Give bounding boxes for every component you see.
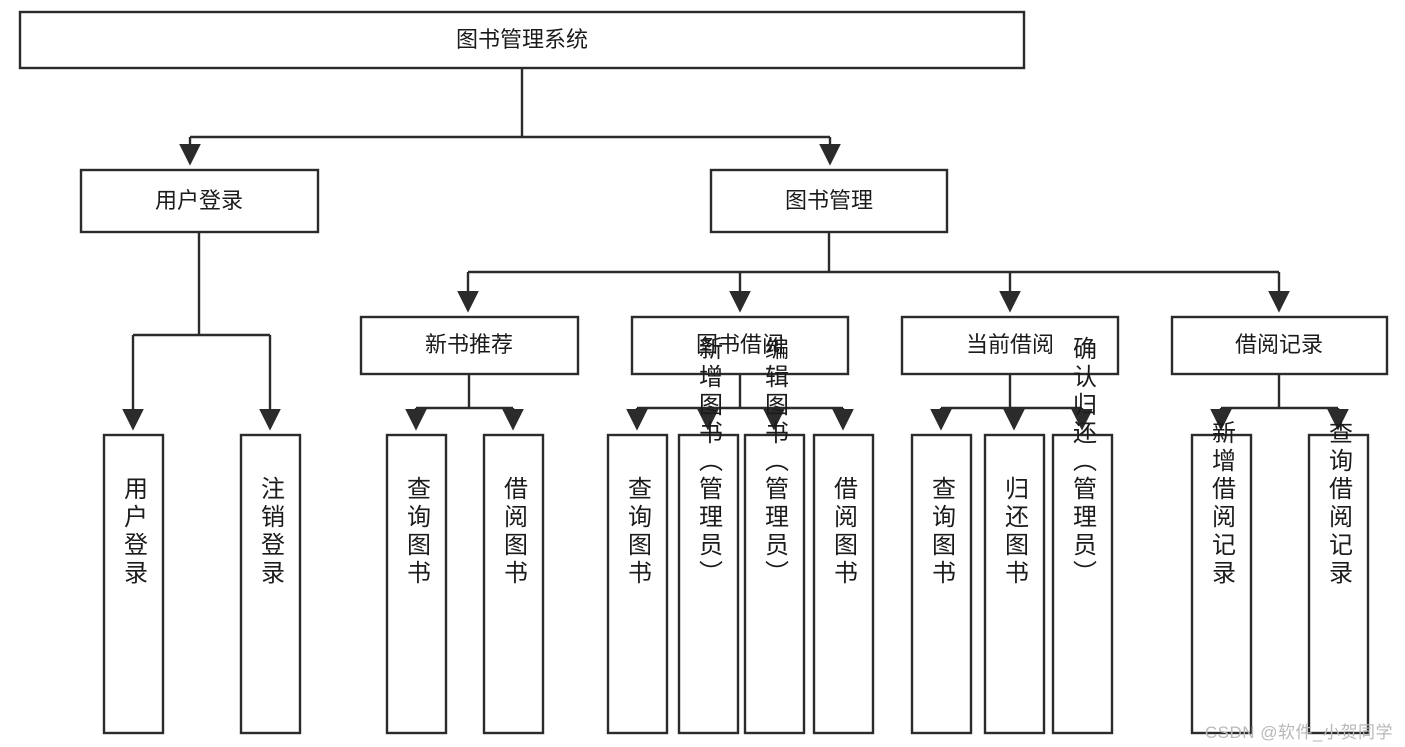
leaf-borrow-book-recommend-label: 借阅图书 [500, 476, 528, 588]
leaf-user-login-label: 用户登录 [120, 476, 148, 588]
leaf-add-borrow-record-label: 新增借阅记录 [1208, 420, 1236, 588]
leaf-add-book-admin[interactable]: 新增图书（管理员） [677, 336, 740, 735]
node-current-borrow[interactable]: 当前借阅 [900, 315, 1120, 376]
leaf-user-login[interactable]: 用户登录 [102, 433, 165, 735]
node-borrow-record-label: 借阅记录 [1235, 332, 1323, 357]
connector-group [122, 68, 1349, 431]
leaf-query-book-recommend-label: 查询图书 [403, 476, 431, 588]
csdn-watermark: CSDN @软件_小贺同学 [1204, 723, 1393, 742]
node-current-borrow-box[interactable] [900, 315, 1120, 376]
node-new-book-recommend[interactable]: 新书推荐 [359, 315, 580, 376]
leaf-query-book-recommend[interactable]: 查询图书 [385, 433, 448, 735]
node-book-borrow-label: 图书借阅 [696, 332, 784, 357]
leaf-query-borrow-record-label: 查询借阅记录 [1325, 420, 1353, 588]
node-book-management-box[interactable] [709, 168, 949, 234]
leaf-edit-book-admin[interactable]: 编辑图书（管理员） [743, 336, 806, 735]
leaf-query-borrow-record[interactable]: 查询借阅记录 [1307, 420, 1370, 735]
node-book-management-label: 图书管理 [785, 188, 873, 213]
leaf-add-borrow-record[interactable]: 新增借阅记录 [1190, 420, 1253, 735]
node-book-borrow[interactable]: 图书借阅 [630, 315, 850, 376]
leaf-edit-book-admin-label: 编辑图书（管理员） [761, 336, 789, 588]
leaf-add-borrow-record-box[interactable] [1190, 433, 1253, 735]
leaf-add-book-admin-label: 新增图书（管理员） [695, 336, 723, 588]
node-current-borrow-label: 当前借阅 [966, 332, 1054, 357]
leaf-borrow-book-recommend-box[interactable] [482, 433, 545, 735]
leaf-edit-book-admin-box[interactable] [743, 433, 806, 735]
leaf-return-book-label: 归还图书 [1001, 476, 1029, 588]
leaf-logout-box[interactable] [239, 433, 302, 735]
leaf-logout-label: 注销登录 [257, 476, 285, 588]
leaf-query-book-current[interactable]: 查询图书 [910, 433, 973, 735]
leaf-add-book-admin-box[interactable] [677, 433, 740, 735]
node-root[interactable]: 图书管理系统 [18, 10, 1026, 70]
leaf-borrow-book-borrow-label: 借阅图书 [830, 476, 858, 588]
node-user-login-box[interactable] [79, 168, 320, 234]
leaf-query-book-borrow[interactable]: 查询图书 [606, 433, 669, 735]
node-book-borrow-box[interactable] [630, 315, 850, 376]
leaf-return-book[interactable]: 归还图书 [983, 433, 1046, 735]
node-borrow-record-box[interactable] [1170, 315, 1389, 376]
node-user-login-label: 用户登录 [155, 188, 243, 213]
node-book-management[interactable]: 图书管理 [709, 168, 949, 234]
leaf-return-book-box[interactable] [983, 433, 1046, 735]
node-new-book-recommend-box[interactable] [359, 315, 580, 376]
leaf-confirm-return-admin-box[interactable] [1051, 433, 1114, 735]
node-borrow-record[interactable]: 借阅记录 [1170, 315, 1389, 376]
leaf-confirm-return-admin-label: 确认归还（管理员） [1069, 336, 1097, 588]
node-root-box[interactable] [18, 10, 1026, 70]
leaf-query-borrow-record-box[interactable] [1307, 433, 1370, 735]
leaf-confirm-return-admin[interactable]: 确认归还（管理员） [1051, 336, 1114, 735]
leaf-borrow-book-borrow[interactable]: 借阅图书 [812, 433, 875, 735]
leaf-query-book-borrow-label: 查询图书 [624, 476, 652, 588]
leaf-query-book-current-box[interactable] [910, 433, 973, 735]
leaf-query-book-recommend-box[interactable] [385, 433, 448, 735]
leaf-user-login-box[interactable] [102, 433, 165, 735]
node-user-login[interactable]: 用户登录 [79, 168, 320, 234]
leaf-query-book-current-label: 查询图书 [928, 476, 956, 588]
leaf-query-book-borrow-box[interactable] [606, 433, 669, 735]
leaf-borrow-book-borrow-box[interactable] [812, 433, 875, 735]
node-root-label: 图书管理系统 [456, 27, 588, 52]
leaf-borrow-book-recommend[interactable]: 借阅图书 [482, 433, 545, 735]
node-new-book-recommend-label: 新书推荐 [425, 332, 513, 357]
leaf-logout[interactable]: 注销登录 [239, 433, 302, 735]
